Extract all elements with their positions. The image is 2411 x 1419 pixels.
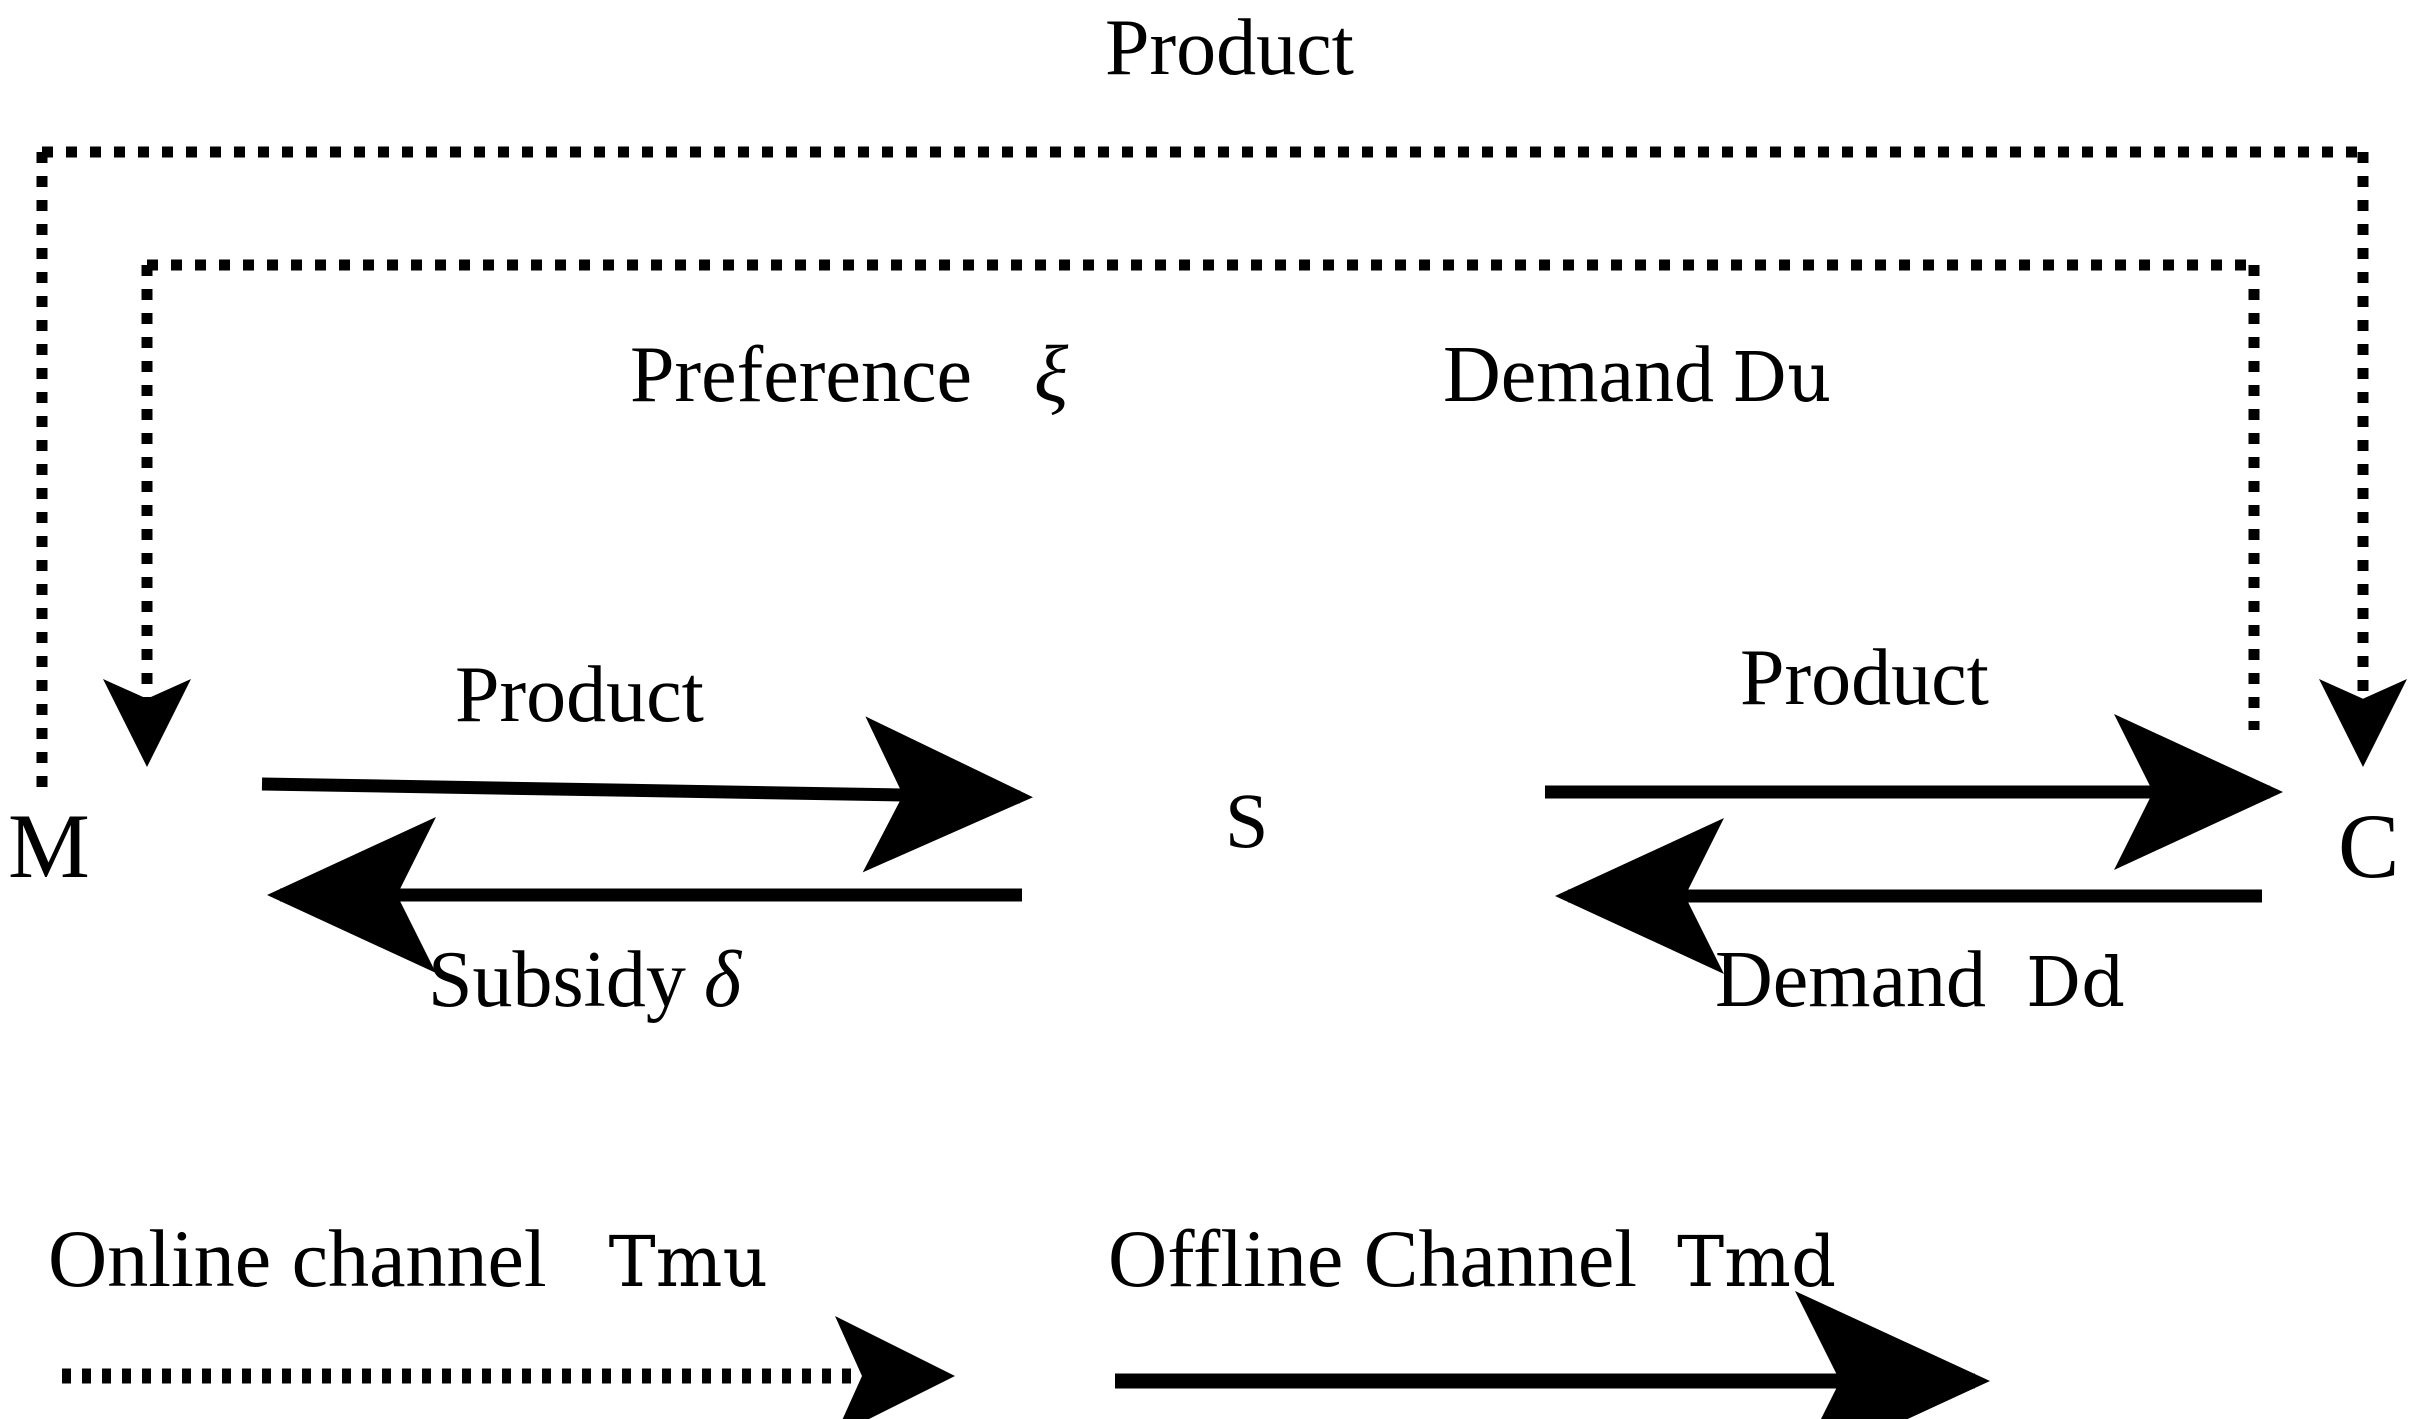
edge-s-to-c-label: Product [1740, 634, 1989, 722]
legend-offline-text: Offline Channel [1108, 1213, 1638, 1304]
preference-symbol: ξ [1033, 331, 1069, 419]
node-m-label[interactable]: M [8, 795, 90, 897]
node-s-label[interactable]: S [1225, 777, 1269, 864]
legend-online-text: Online channel [48, 1213, 547, 1304]
edge-m-to-s-arrow [261, 716, 1033, 873]
demand-down-symbol: Dd [2026, 943, 2126, 1023]
demand-up-symbol: Du [1732, 338, 1832, 418]
outer-product-dotted-path [36, 146, 2407, 788]
edge-m-to-s-label: Product [455, 651, 704, 739]
legend-offline-symbol: Tmd [1677, 1221, 1837, 1303]
inner-dotted-path [103, 259, 2260, 767]
subsidy-symbol: δ [703, 936, 742, 1024]
demand-up-text: Demand [1443, 331, 1715, 419]
node-c-label[interactable]: C [2338, 795, 2400, 897]
preference-text: Preference [630, 331, 972, 419]
legend-online-symbol: Tmu [608, 1221, 768, 1303]
subsidy-text: Subsidy [428, 936, 686, 1024]
top-product-label: Product [1105, 4, 1354, 92]
demand-down-text: Demand [1715, 936, 1987, 1024]
